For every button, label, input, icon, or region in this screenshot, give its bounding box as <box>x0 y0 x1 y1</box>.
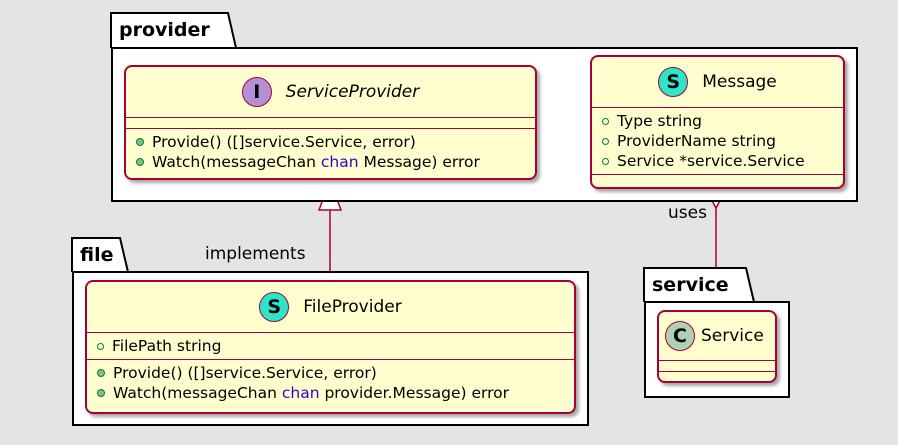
class-service-header: C Service <box>659 312 775 360</box>
method-keyword: chan <box>320 153 359 171</box>
class-service-provider-methods: Provide() ([]service.Service, error) Wat… <box>126 128 535 175</box>
method-row: Watch(messageChan chan Message) error <box>136 152 535 172</box>
class-message-header: S Message <box>592 57 843 107</box>
class-message-methods <box>592 174 843 185</box>
field-text: Service *service.Service <box>617 152 805 170</box>
package-provider-title: provider <box>119 19 210 41</box>
method-text: Provide() ([]service.Service, error) <box>152 133 416 151</box>
class-message[interactable]: S Message Type string ProviderName strin… <box>590 55 845 189</box>
method-row: Provide() ([]service.Service, error) <box>97 363 574 383</box>
class-service-provider-name: ServiceProvider <box>285 82 420 102</box>
method-text: Watch(messageChan <box>113 384 282 402</box>
public-field-icon <box>602 157 609 165</box>
class-service-fields <box>659 360 775 371</box>
method-text: provider.Message) error <box>319 384 509 402</box>
package-file-title: file <box>80 244 114 266</box>
method-row: Provide() ([]service.Service, error) <box>136 132 535 152</box>
interface-badge-icon: I <box>241 77 272 107</box>
class-file-provider-fields: FilePath string <box>87 332 574 359</box>
public-field-icon <box>602 137 609 145</box>
field-text: ProviderName string <box>617 132 776 150</box>
field-text: FilePath string <box>112 337 222 355</box>
method-row: Watch(messageChan chan provider.Message)… <box>97 383 574 403</box>
field-text: Type string <box>617 112 703 130</box>
field-row: FilePath string <box>97 336 574 356</box>
class-service[interactable]: C Service <box>657 310 777 383</box>
class-file-provider-methods: Provide() ([]service.Service, error) Wat… <box>87 359 574 406</box>
public-field-icon <box>97 342 104 350</box>
public-method-icon <box>97 369 105 377</box>
field-row: Service *service.Service <box>602 151 843 171</box>
method-text: Watch(messageChan <box>152 153 321 171</box>
uses-label: uses <box>668 203 707 223</box>
class-service-methods <box>659 371 775 381</box>
class-badge-icon: C <box>665 321 695 351</box>
public-field-icon <box>602 117 609 125</box>
class-file-provider[interactable]: S FileProvider FilePath string Provide()… <box>85 280 576 414</box>
class-message-fields: Type string ProviderName string Service … <box>592 107 843 174</box>
package-service-title: service <box>652 274 729 296</box>
class-service-provider-header: I ServiceProvider <box>126 67 535 117</box>
class-service-provider-fields <box>126 117 535 128</box>
class-service-name: Service <box>701 326 764 346</box>
method-text: Message) error <box>358 153 480 171</box>
class-file-provider-header: S FileProvider <box>87 282 574 332</box>
class-service-provider[interactable]: I ServiceProvider Provide() ([]service.S… <box>124 65 537 180</box>
method-text: Provide() ([]service.Service, error) <box>113 364 377 382</box>
class-file-provider-name: FileProvider <box>303 297 402 317</box>
struct-badge-icon: S <box>259 292 290 322</box>
implements-label: implements <box>205 244 306 264</box>
method-keyword: chan <box>281 384 320 402</box>
field-row: Type string <box>602 111 843 131</box>
struct-badge-icon: S <box>658 67 689 97</box>
field-row: ProviderName string <box>602 131 843 151</box>
public-method-icon <box>97 389 105 397</box>
public-method-icon <box>136 158 144 166</box>
class-message-name: Message <box>702 72 777 92</box>
public-method-icon <box>136 138 144 146</box>
